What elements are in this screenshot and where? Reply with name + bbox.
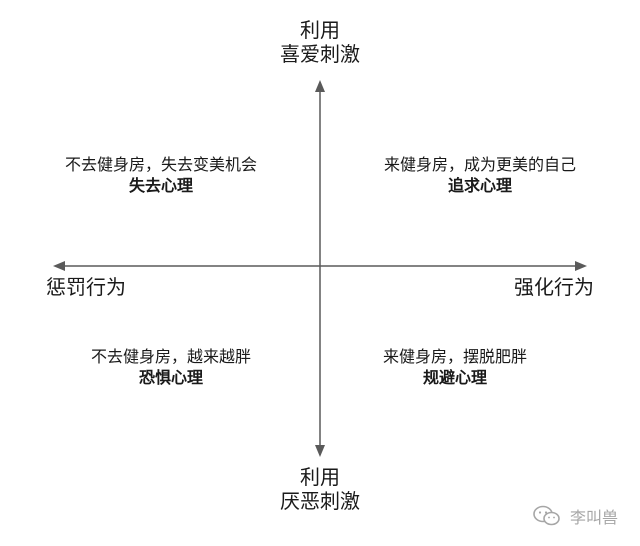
quadrant-top-left-description: 不去健身房，失去变美机会: [64, 155, 257, 174]
watermark-text: 李叫兽: [569, 508, 618, 527]
vertical-axis-bottom-arrow: [315, 445, 325, 457]
quadrant-bottom-right: 来健身房，摆脱肥胖 规避心理: [340, 347, 570, 389]
watermark: 李叫兽: [532, 504, 618, 528]
axis-label-top-line1: 利用: [300, 18, 340, 42]
quadrant-top-right-description: 来健身房，成为更美的自己: [383, 155, 576, 174]
axis-label-left: 惩罚行为: [46, 275, 126, 299]
axis-label-bottom-line1: 利用: [300, 465, 340, 489]
vertical-axis-top-arrow: [315, 80, 325, 92]
horizontal-axis-left-arrow: [53, 261, 65, 271]
quadrant-bottom-left-description: 不去健身房，越来越胖: [90, 347, 251, 366]
axis-label-bottom-line2: 厌恶刺激: [280, 489, 360, 513]
quadrant-top-left-title: 失去心理: [128, 175, 193, 195]
quadrant-bottom-left-title: 恐惧心理: [138, 367, 203, 387]
quadrant-bottom-left: 不去健身房，越来越胖 恐惧心理: [46, 347, 296, 389]
axis-label-bottom: 利用 厌恶刺激: [220, 465, 420, 513]
horizontal-axis-right-arrow: [575, 261, 587, 271]
quadrant-top-right: 来健身房，成为更美的自己 追求心理: [350, 155, 610, 197]
quadrant-bottom-right-title: 规避心理: [422, 367, 487, 387]
quadrant-top-left: 不去健身房，失去变美机会 失去心理: [36, 155, 286, 197]
wechat-icon: [532, 504, 562, 528]
axis-label-top-line2: 喜爱刺激: [280, 42, 360, 66]
axis-label-top: 利用 喜爱刺激: [220, 18, 420, 66]
quadrant-bottom-right-description: 来健身房，摆脱肥胖: [382, 347, 527, 366]
quadrant-top-right-title: 追求心理: [447, 175, 512, 195]
axis-label-right: 强化行为: [514, 275, 594, 299]
